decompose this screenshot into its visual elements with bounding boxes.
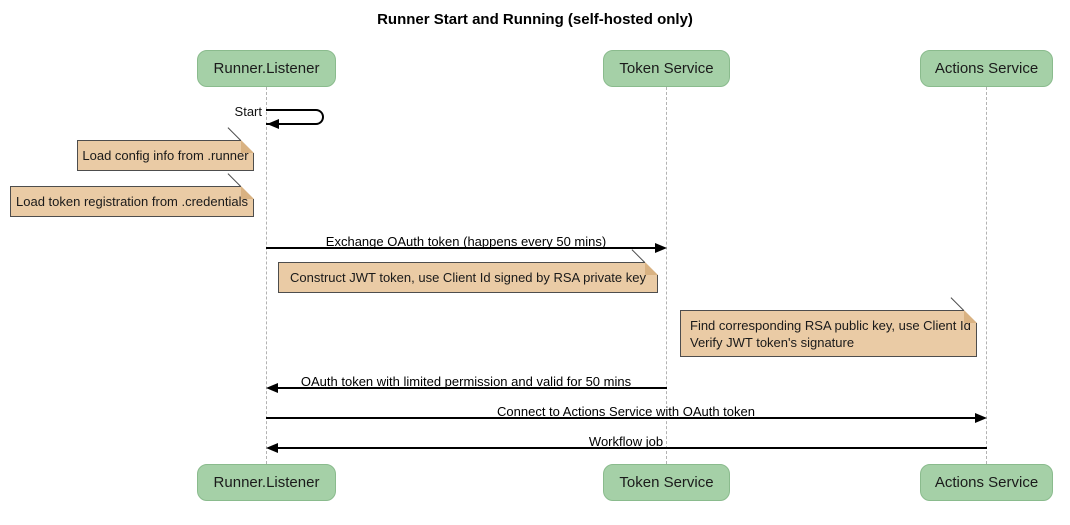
note-load-config: Load config info from .runner (77, 140, 254, 171)
participant-top-actions-service: Actions Service (920, 50, 1053, 87)
message-start-label: Start (234, 104, 262, 119)
arrowhead-right-icon (655, 243, 667, 253)
participant-top-token-service: Token Service (603, 50, 730, 87)
self-message-loop (266, 109, 324, 125)
note-construct-jwt: Construct JWT token, use Client Id signe… (278, 262, 658, 293)
participant-bottom-actions-service: Actions Service (920, 464, 1053, 501)
lifeline-token-service (666, 87, 667, 464)
message-connect-line (266, 417, 976, 419)
message-workflow-label: Workflow job (585, 434, 667, 449)
message-oauth-return-label: OAuth token with limited permission and … (297, 374, 635, 389)
participant-bottom-runner-listener: Runner.Listener (197, 464, 336, 501)
participant-top-runner-listener: Runner.Listener (197, 50, 336, 87)
arrowhead-left-icon (266, 383, 278, 393)
note-text: Construct JWT token, use Client Id signe… (290, 270, 646, 285)
note-text-line-2: Verify JWT token's signature (690, 334, 855, 350)
diagram-title: Runner Start and Running (self-hosted on… (377, 11, 693, 28)
participant-label: Token Service (619, 60, 714, 77)
note-text-line-1: Find corresponding RSA public key, use C… (690, 317, 971, 333)
message-exchange-label: Exchange OAuth token (happens every 50 m… (322, 234, 610, 249)
participant-label: Runner.Listener (213, 474, 320, 491)
message-oauth-return-line (277, 387, 667, 389)
message-exchange-line (266, 247, 656, 249)
message-connect-label: Connect to Actions Service with OAuth to… (494, 404, 758, 419)
participant-label: Actions Service (934, 60, 1039, 77)
note-text: Load config info from .runner (82, 148, 249, 163)
participant-label: Token Service (619, 474, 714, 491)
arrowhead-left-icon (267, 119, 279, 129)
message-workflow-line (277, 447, 987, 449)
lifeline-actions-service (986, 87, 987, 464)
note-load-token-registration: Load token registration from .credential… (10, 186, 254, 217)
note-text: Load token registration from .credential… (16, 194, 248, 209)
arrowhead-left-icon (266, 443, 278, 453)
lifeline-runner-listener (265, 87, 267, 464)
arrowhead-right-icon (975, 413, 987, 423)
participant-bottom-token-service: Token Service (603, 464, 730, 501)
participant-label: Actions Service (934, 474, 1039, 491)
participant-label: Runner.Listener (213, 60, 320, 77)
note-verify-jwt: Find corresponding RSA public key, use C… (680, 310, 977, 357)
